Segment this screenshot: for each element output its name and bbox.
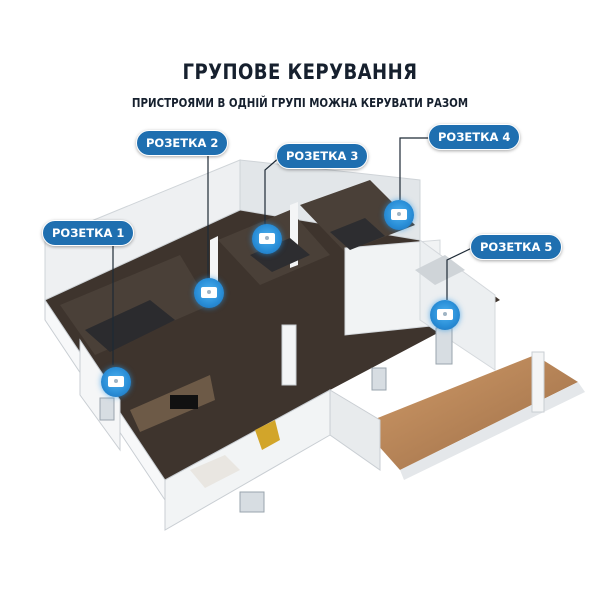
smart-plug-icon[interactable] (384, 200, 414, 230)
page-title: ГРУПОВЕ КЕРУВАННЯ (182, 60, 418, 84)
bed (85, 300, 175, 352)
socket-2-label: РОЗЕТКА 2 (136, 130, 229, 156)
callout-line-5 (446, 246, 475, 300)
socket-1-label: РОЗЕТКА 1 (42, 220, 135, 246)
smart-plug-icon (437, 309, 453, 320)
callout-line-3 (264, 156, 281, 225)
smart-plug-icon[interactable] (430, 300, 460, 330)
front-wall-right (329, 389, 381, 471)
bedroom-3-floor (300, 180, 415, 252)
bed (330, 218, 385, 250)
page-subtitle: ПРИСТРОЯМИ В ОДНІЙ ГРУПІ МОЖНА КЕРУВАТИ … (131, 95, 469, 110)
callout-line-4 (399, 137, 432, 200)
table (190, 455, 240, 488)
socket-5-label: РОЗЕТКА 5 (470, 234, 563, 260)
callout-lines (112, 137, 475, 365)
window (239, 491, 265, 513)
armchair (255, 420, 280, 450)
terrace-floor (360, 355, 578, 470)
smart-plug-icon[interactable] (194, 278, 224, 308)
socket-4-label: РОЗЕТКА 4 (428, 124, 521, 150)
window (435, 327, 453, 365)
smart-plug-icon (108, 376, 124, 387)
smart-plug-icon (391, 209, 407, 220)
column (281, 324, 297, 386)
smart-plug-icon[interactable] (101, 367, 131, 397)
smart-plug-icon (201, 287, 217, 298)
socket-3-label: РОЗЕТКА 3 (276, 143, 369, 169)
bed (250, 238, 310, 272)
window (99, 397, 115, 421)
kitchen-counter (415, 255, 465, 285)
smart-plug-icon[interactable] (252, 224, 282, 254)
tv (170, 395, 198, 409)
window (371, 367, 387, 391)
column (531, 351, 545, 413)
smart-plug-icon (259, 233, 275, 244)
